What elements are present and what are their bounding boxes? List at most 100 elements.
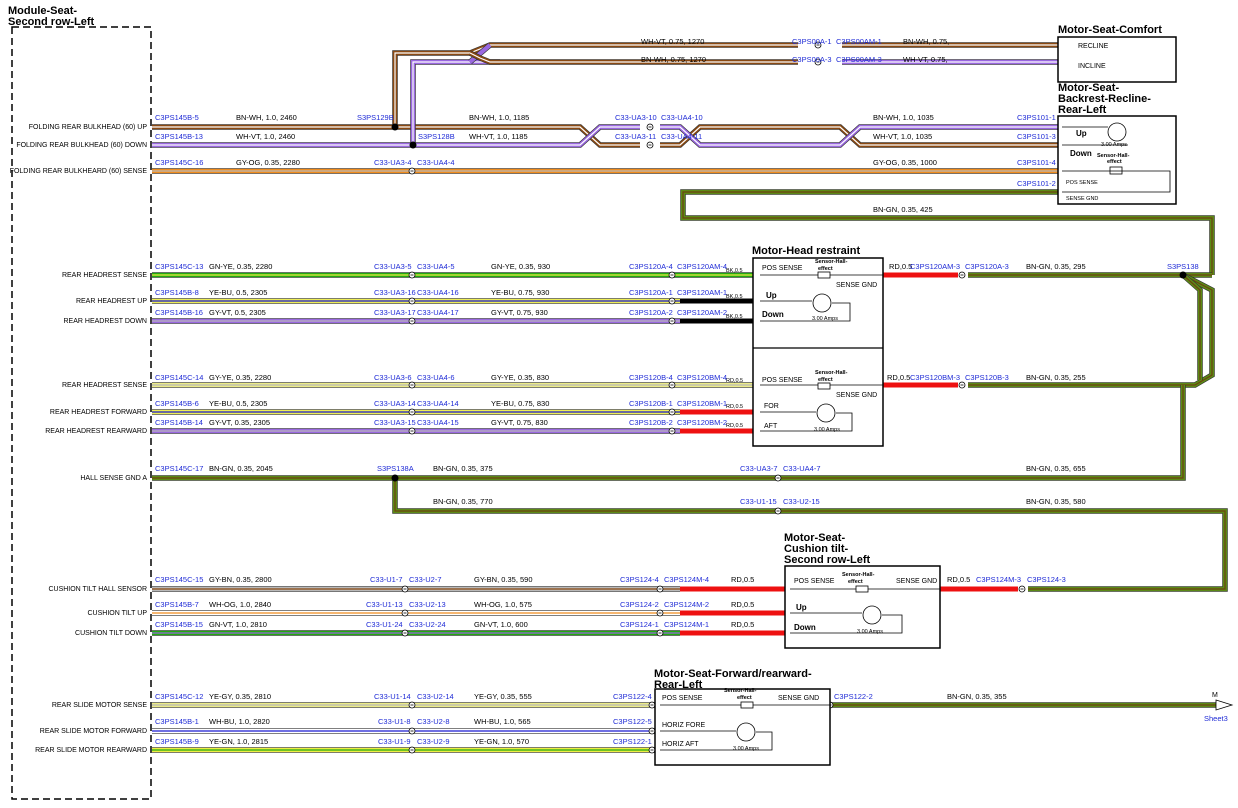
connector-label-12[interactable]: C3PS101-1 (1017, 113, 1056, 122)
connector-label-21[interactable]: C33-UA4-5 (417, 262, 455, 271)
connector-label-2[interactable]: C3PS00A-3 (792, 55, 832, 64)
headrest-up-label: Up (766, 291, 777, 300)
connector-label-50[interactable]: C33-UA3-15 (374, 418, 416, 427)
connector-label-39[interactable]: C33-UA4-6 (417, 373, 455, 382)
connector-label-60[interactable]: C3PS145C-15 (155, 575, 203, 584)
connector-label-55[interactable]: S3PS138A (377, 464, 414, 473)
connector-label-34[interactable]: C33-UA4-17 (417, 308, 459, 317)
connector-label-80[interactable]: C3PS122-4 (613, 692, 652, 701)
connector-label-19[interactable]: C3PS145C-13 (155, 262, 203, 271)
connector-label-51[interactable]: C33-UA4-15 (417, 418, 459, 427)
connector-label-14[interactable]: C3PS145C-16 (155, 158, 203, 167)
connector-label-0[interactable]: C3PS00A-1 (792, 37, 832, 46)
connector-label-79[interactable]: C33-U2-14 (417, 692, 454, 701)
connector-label-45[interactable]: C33-UA3-14 (374, 399, 416, 408)
connector-label-73[interactable]: C33-U1-24 (366, 620, 403, 629)
connector-label-37[interactable]: C3PS145C-14 (155, 373, 203, 382)
connector-label-54[interactable]: C3PS145C-17 (155, 464, 203, 473)
connector-label-41[interactable]: C3PS120BM-4 (677, 373, 727, 382)
connector-label-75[interactable]: C3PS124-1 (620, 620, 659, 629)
connector-label-46[interactable]: C33-UA4-14 (417, 399, 459, 408)
connector-label-5[interactable]: C3PS145B-13 (155, 132, 203, 141)
connector-label-47[interactable]: C3PS120B-1 (629, 399, 673, 408)
connector-label-42[interactable]: C3PS120BM-3 (910, 373, 960, 382)
connector-label-56[interactable]: C33-UA3-7 (740, 464, 778, 473)
connector-label-25[interactable]: C3PS120A-3 (965, 262, 1009, 271)
connector-label-36[interactable]: C3PS120AM-2 (677, 308, 727, 317)
connector-label-58[interactable]: C33-U1-15 (740, 497, 777, 506)
connector-label-63[interactable]: C3PS124-4 (620, 575, 659, 584)
connector-label-84[interactable]: C33-U2-8 (417, 717, 450, 726)
slide-fore-label: HORIZ FORE (662, 722, 705, 729)
cushion-hall-sensor-icon (855, 585, 869, 593)
connector-label-6[interactable]: S3PS129B (357, 113, 394, 122)
connector-label-13[interactable]: C3PS101-3 (1017, 132, 1056, 141)
connector-label-26[interactable]: S3PS138 (1167, 262, 1199, 271)
connector-label-59[interactable]: C33-U2-15 (783, 497, 820, 506)
connector-label-27[interactable]: C3PS145B-8 (155, 288, 199, 297)
offsheet-sheet-link[interactable]: Sheet3 (1204, 714, 1228, 723)
connector-label-49[interactable]: C3PS145B-14 (155, 418, 203, 427)
headrest-wire-bk-1: BK,0.5 (726, 268, 743, 274)
connector-label-40[interactable]: C3PS120B-4 (629, 373, 673, 382)
connector-label-53[interactable]: C3PS120BM-2 (677, 418, 727, 427)
connector-label-35[interactable]: C3PS120A-2 (629, 308, 673, 317)
connector-label-8[interactable]: C33-UA3-10 (615, 113, 657, 122)
connector-label-20[interactable]: C33-UA3-5 (374, 262, 412, 271)
connector-label-23[interactable]: C3PS120AM-4 (677, 262, 727, 271)
connector-label-17[interactable]: C3PS101-4 (1017, 158, 1056, 167)
connector-label-22[interactable]: C3PS120A-4 (629, 262, 673, 271)
connector-label-81[interactable]: C3PS122-2 (834, 692, 873, 701)
connector-label-18[interactable]: C3PS101-2 (1017, 179, 1056, 188)
connector-label-44[interactable]: C3PS145B-6 (155, 399, 199, 408)
connector-label-72[interactable]: C3PS145B-15 (155, 620, 203, 629)
connector-label-9[interactable]: C33-UA4-10 (661, 113, 703, 122)
connector-label-70[interactable]: C3PS124-2 (620, 600, 659, 609)
connector-label-11[interactable]: C33-UA4-11 (661, 132, 702, 141)
connector-label-52[interactable]: C3PS120B-2 (629, 418, 673, 427)
connector-label-61[interactable]: C33-U1-7 (370, 575, 403, 584)
connector-label-15[interactable]: C33-UA3-4 (374, 158, 412, 167)
connector-label-3[interactable]: C3PS00AM-3 (836, 55, 882, 64)
connector-label-7[interactable]: S3PS128B (418, 132, 455, 141)
connector-label-31[interactable]: C3PS120AM-1 (677, 288, 727, 297)
connector-label-24[interactable]: C3PS120AM-3 (910, 262, 960, 271)
connector-label-87[interactable]: C33-U1-9 (378, 737, 411, 746)
wire-label-42: GN-VT, 1.0, 600 (474, 620, 528, 629)
connector-label-65[interactable]: C3PS124M-3 (976, 575, 1021, 584)
connector-label-64[interactable]: C3PS124M-4 (664, 575, 709, 584)
connector-label-89[interactable]: C3PS122-1 (613, 737, 652, 746)
connector-label-48[interactable]: C3PS120BM-1 (677, 399, 727, 408)
connector-label-30[interactable]: C3PS120A-1 (629, 288, 673, 297)
connector-label-62[interactable]: C33-U2-7 (409, 575, 442, 584)
connector-label-1[interactable]: C3PS00AM-1 (836, 37, 882, 46)
connector-label-71[interactable]: C3PS124M-2 (664, 600, 709, 609)
connector-label-28[interactable]: C33-UA3-16 (374, 288, 416, 297)
connector-label-16[interactable]: C33-UA4-4 (417, 158, 455, 167)
connector-label-32[interactable]: C3PS145B-16 (155, 308, 203, 317)
connector-label-74[interactable]: C33-U2-24 (409, 620, 446, 629)
connector-label-67[interactable]: C3PS145B-7 (155, 600, 199, 609)
connector-label-4[interactable]: C3PS145B-5 (155, 113, 199, 122)
connector-label-77[interactable]: C3PS145C-12 (155, 692, 203, 701)
connector-label-29[interactable]: C33-UA4-16 (417, 288, 459, 297)
connector-label-38[interactable]: C33-UA3-6 (374, 373, 412, 382)
connector-label-69[interactable]: C33-U2-13 (409, 600, 446, 609)
connector-label-82[interactable]: C3PS145B-1 (155, 717, 199, 726)
connector-label-66[interactable]: C3PS124-3 (1027, 575, 1066, 584)
connector-label-88[interactable]: C33-U2-9 (417, 737, 450, 746)
connector-label-83[interactable]: C33-U1-8 (378, 717, 411, 726)
wire-label-31: BN-GN, 0.35, 655 (1026, 464, 1086, 473)
connector-label-85[interactable]: C3PS122-5 (613, 717, 652, 726)
connector-label-10[interactable]: C33-UA3-11 (615, 132, 656, 141)
connector-label-68[interactable]: C33-U1-13 (366, 600, 403, 609)
backrest-title-line1: Motor-Seat- (1058, 82, 1119, 94)
connector-label-57[interactable]: C33-UA4-7 (783, 464, 821, 473)
connector-label-86[interactable]: C3PS145B-9 (155, 737, 199, 746)
connector-label-76[interactable]: C3PS124M-1 (664, 620, 709, 629)
connector-label-33[interactable]: C33-UA3-17 (374, 308, 416, 317)
connector-label-78[interactable]: C33-U1-14 (374, 692, 411, 701)
connector-label-43[interactable]: C3PS120B-3 (965, 373, 1009, 382)
headrest-wire-rd-1: RD,0.5 (726, 378, 743, 384)
offsheet-connector[interactable]: M Sheet3 (1204, 692, 1234, 723)
